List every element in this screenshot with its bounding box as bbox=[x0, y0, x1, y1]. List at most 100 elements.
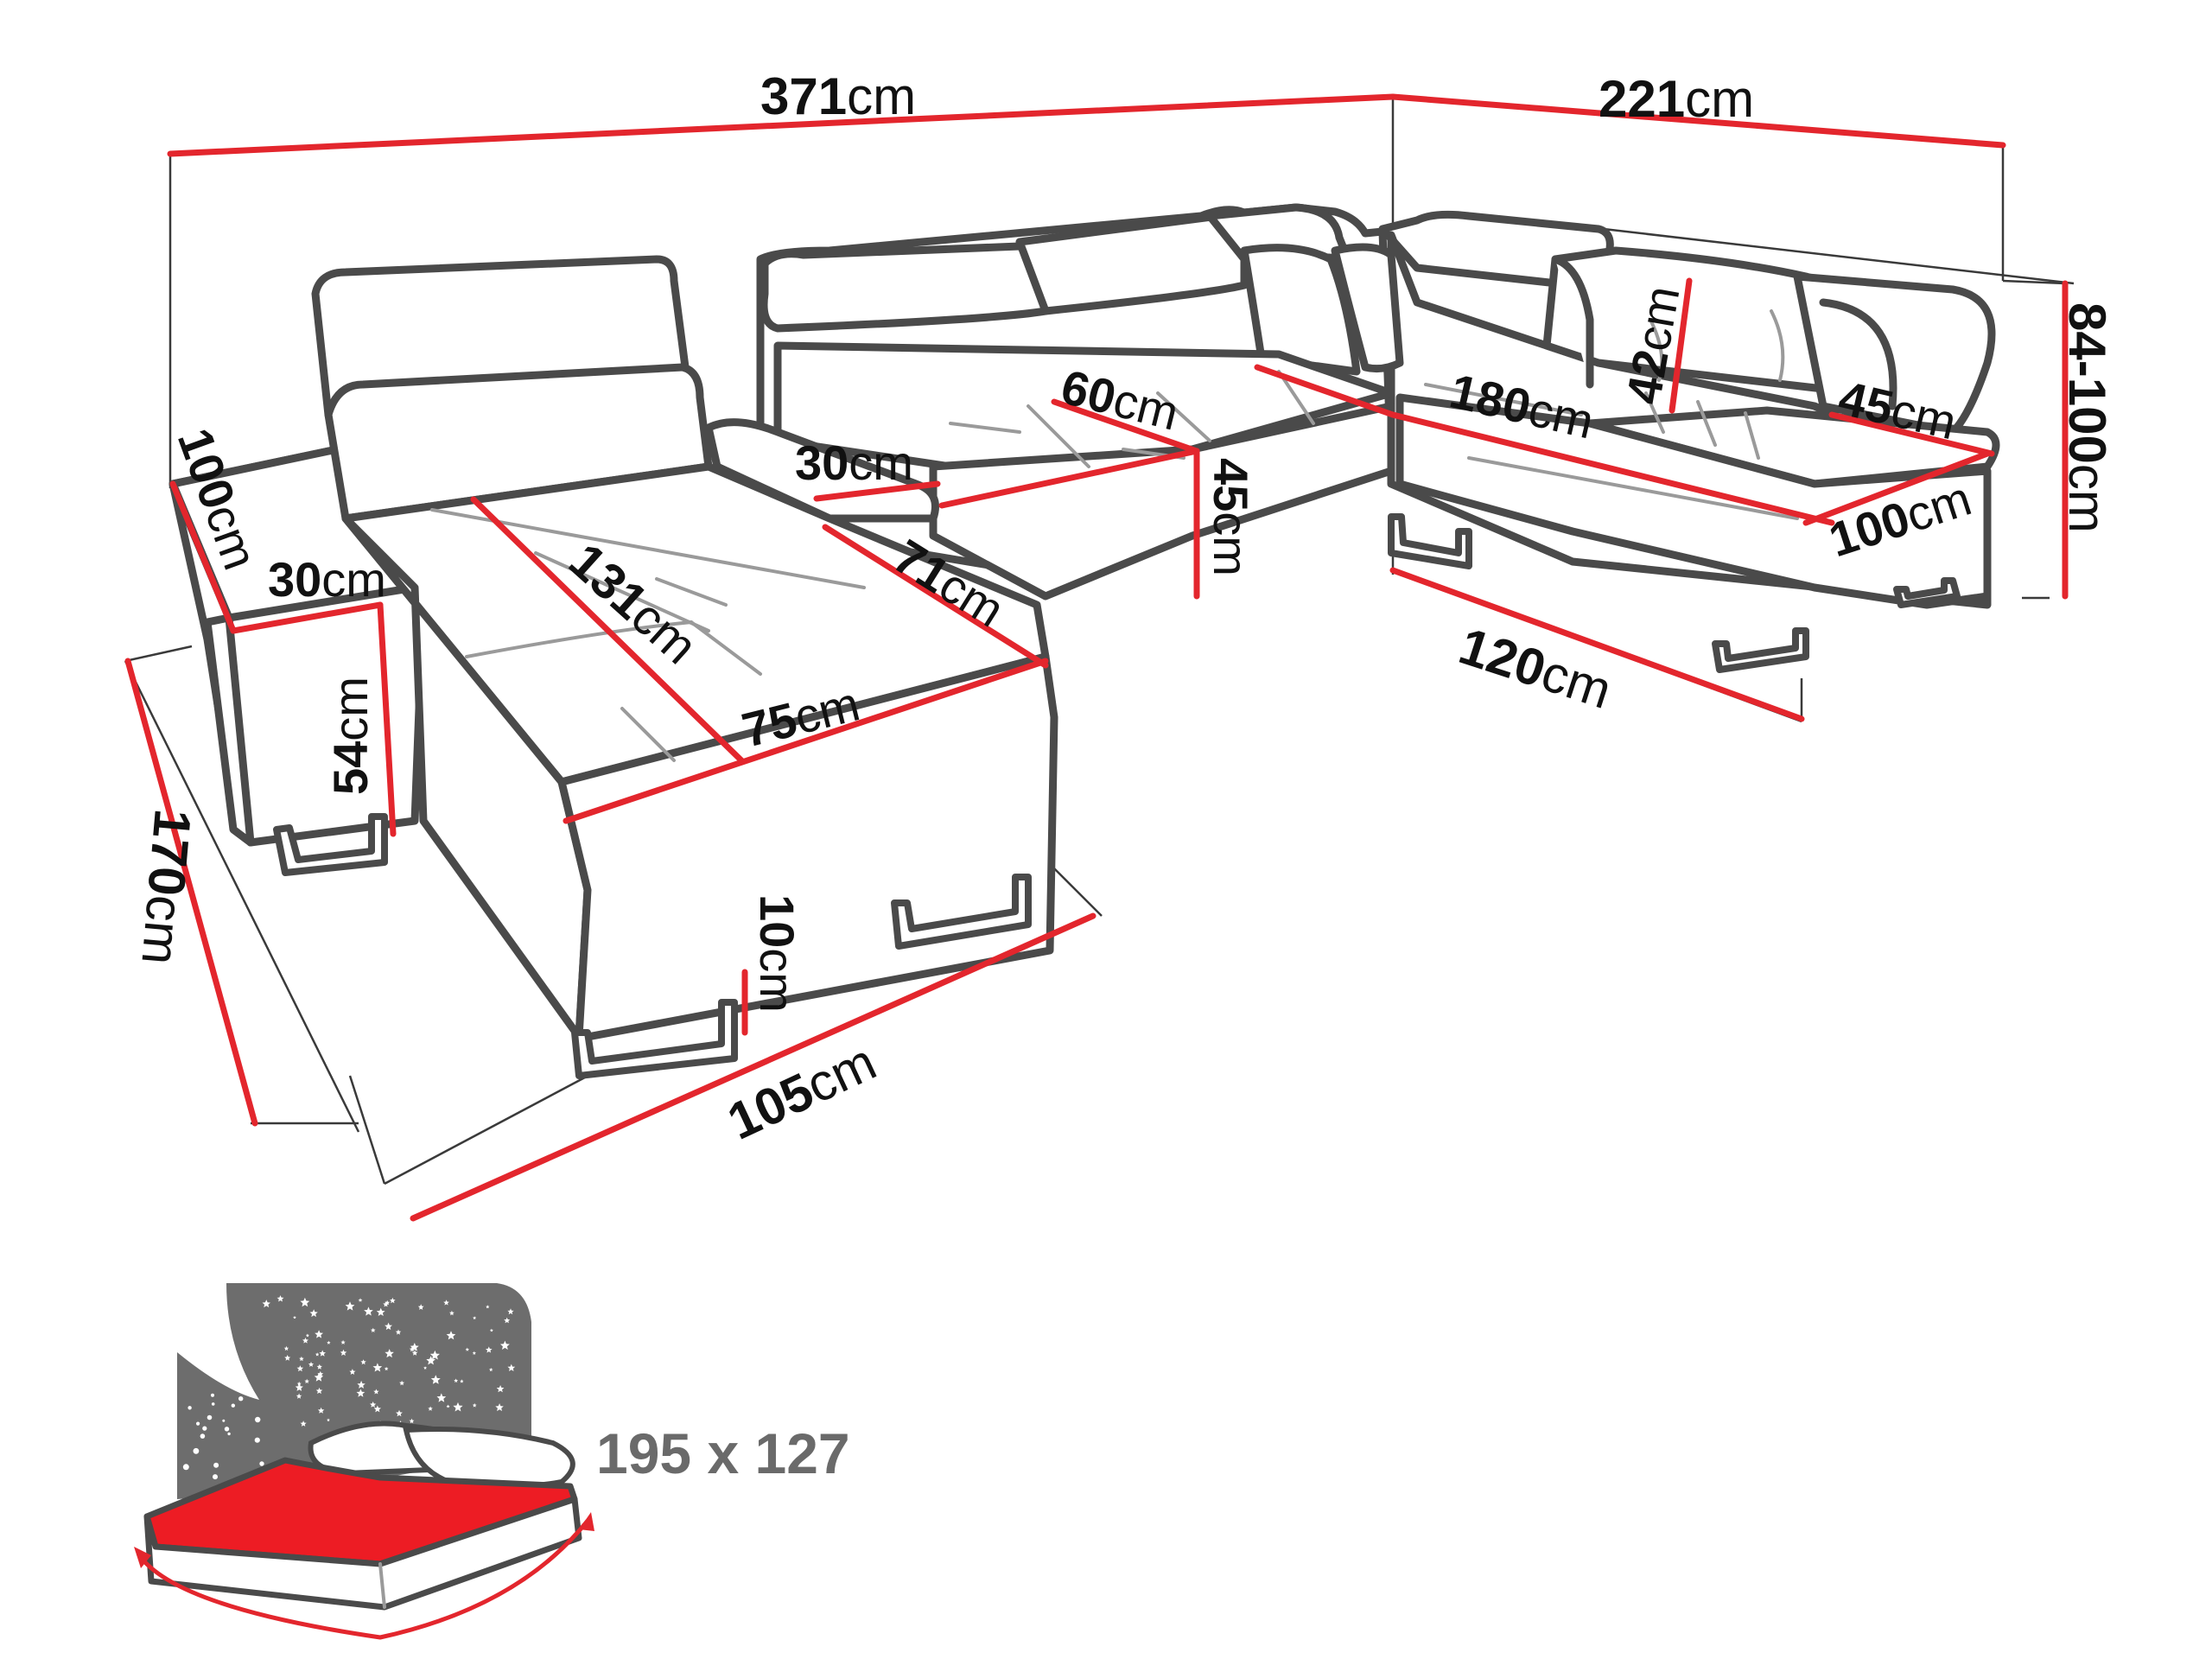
star-icon bbox=[372, 1363, 383, 1372]
star-icon bbox=[399, 1380, 405, 1386]
star-icon bbox=[319, 1350, 326, 1357]
star-icon bbox=[349, 1369, 356, 1375]
star-icon bbox=[507, 1308, 514, 1315]
star-icon bbox=[222, 1419, 226, 1422]
bed-size-arrow bbox=[136, 1519, 589, 1640]
star-icon bbox=[504, 1317, 511, 1324]
star-icon bbox=[446, 1404, 450, 1408]
dim-line-right-arm bbox=[1828, 411, 1995, 457]
star-icon bbox=[254, 1437, 260, 1443]
star-icon bbox=[357, 1380, 365, 1389]
star-icon bbox=[390, 1297, 396, 1304]
dim-line-seat-depth-b bbox=[938, 448, 1200, 509]
star-icon bbox=[327, 1418, 330, 1422]
star-icon bbox=[255, 1416, 261, 1423]
bed-mattress-side bbox=[143, 1496, 582, 1611]
dimension-lines bbox=[124, 93, 2069, 1222]
stars bbox=[182, 1295, 516, 1480]
sofa-drawing bbox=[168, 203, 2000, 1079]
star-icon bbox=[360, 1359, 366, 1365]
star-icon bbox=[499, 1340, 510, 1350]
star-icon bbox=[364, 1306, 373, 1316]
star-icon bbox=[283, 1345, 289, 1351]
star-icon bbox=[316, 1363, 322, 1370]
star-icon bbox=[454, 1378, 459, 1382]
star-icon bbox=[315, 1352, 320, 1357]
star-icon bbox=[396, 1409, 403, 1417]
star-icon bbox=[222, 1375, 226, 1378]
star-icon bbox=[213, 1462, 219, 1468]
star-icon bbox=[304, 1378, 309, 1383]
star-icon bbox=[410, 1343, 419, 1351]
star-icon bbox=[315, 1330, 323, 1338]
star-icon bbox=[486, 1305, 490, 1309]
sleeping-function-icon bbox=[134, 1283, 594, 1640]
star-icon bbox=[376, 1307, 385, 1316]
star-icon bbox=[295, 1383, 303, 1391]
star-icon bbox=[182, 1464, 189, 1471]
bed-size-label: 195 x 127 bbox=[596, 1421, 850, 1485]
star-icon bbox=[460, 1379, 464, 1383]
star-icon bbox=[345, 1301, 355, 1311]
star-icon bbox=[423, 1366, 428, 1370]
dim-line-headrest bbox=[1669, 277, 1693, 414]
pillow bbox=[403, 1427, 575, 1489]
star-icon bbox=[472, 1402, 477, 1408]
dim-line-corner-seat bbox=[1254, 364, 1396, 418]
star-icon bbox=[489, 1328, 493, 1332]
star-icon bbox=[340, 1339, 346, 1344]
dim-line-total-width bbox=[167, 93, 1396, 157]
star-icon bbox=[300, 1421, 307, 1427]
star-icon bbox=[315, 1387, 323, 1395]
star-icon bbox=[495, 1403, 504, 1412]
star-icon bbox=[453, 1402, 463, 1412]
label-chaise-width: 105cm bbox=[719, 1033, 885, 1151]
star-icon bbox=[383, 1301, 389, 1307]
star-icon bbox=[340, 1349, 347, 1356]
star-icon bbox=[428, 1406, 433, 1411]
label-total-width: 371cm bbox=[760, 67, 916, 125]
star-icon bbox=[211, 1402, 215, 1406]
star-icon bbox=[188, 1406, 192, 1410]
star-icon bbox=[443, 1300, 449, 1306]
dim-line-seat-depth-mid bbox=[822, 524, 1049, 669]
star-icon bbox=[449, 1310, 454, 1316]
star-icon bbox=[384, 1366, 389, 1371]
star-icon bbox=[385, 1322, 392, 1331]
star-icon bbox=[207, 1414, 213, 1421]
star-icon bbox=[227, 1432, 231, 1436]
star-icon bbox=[473, 1316, 477, 1319]
star-icon bbox=[300, 1297, 310, 1307]
star-icon bbox=[317, 1407, 325, 1414]
label-headrest: 42cm bbox=[1616, 282, 1690, 408]
label-armrest-top: 30cm bbox=[795, 435, 913, 490]
star-icon bbox=[259, 1461, 264, 1466]
star-icon bbox=[496, 1385, 505, 1393]
star-icon bbox=[430, 1375, 441, 1384]
star-icon bbox=[213, 1474, 218, 1480]
star-icon bbox=[200, 1433, 206, 1439]
star-icon bbox=[296, 1365, 304, 1372]
label-right-module-width: 120cm bbox=[1452, 617, 1618, 720]
star-icon bbox=[358, 1298, 363, 1302]
dim-line-right-depth bbox=[1389, 93, 2006, 149]
star-icon bbox=[314, 1372, 324, 1382]
dim-line-arm-depth bbox=[230, 601, 384, 634]
left-arm bbox=[168, 445, 428, 847]
dim-line-seat-depth-a bbox=[1051, 398, 1200, 454]
dim-line-chaise-width bbox=[410, 912, 1096, 1222]
star-icon bbox=[409, 1346, 415, 1352]
label-seat-height: 45cm bbox=[1204, 458, 1258, 576]
dim-line-right-module-width bbox=[1389, 567, 1805, 722]
star-icon bbox=[293, 1315, 296, 1319]
star-icon bbox=[226, 1370, 230, 1374]
star-icon bbox=[231, 1403, 235, 1408]
star-icon bbox=[373, 1405, 381, 1413]
star-icon bbox=[308, 1361, 315, 1367]
star-icon bbox=[213, 1374, 218, 1377]
star-icon bbox=[211, 1393, 214, 1397]
dim-line-chaise-seat-width bbox=[563, 658, 1049, 824]
star-icon bbox=[262, 1300, 270, 1308]
star-icon bbox=[373, 1389, 379, 1395]
dim-line-right-module-depth bbox=[1802, 450, 1991, 526]
